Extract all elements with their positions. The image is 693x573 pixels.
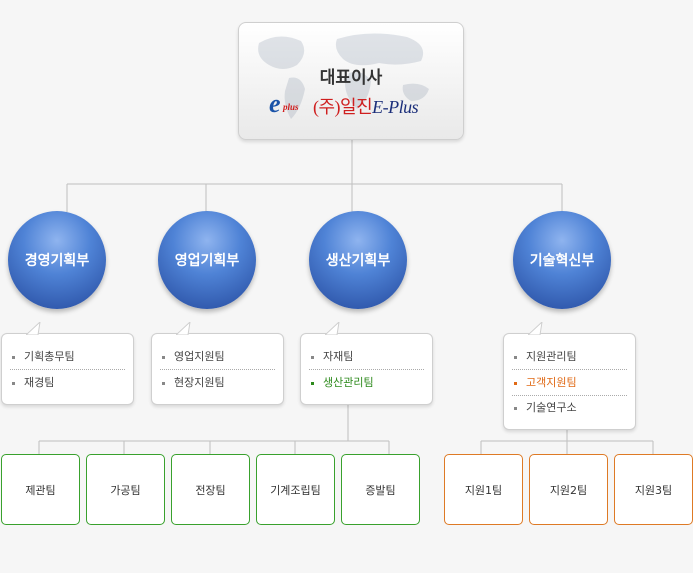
company-logo: e plus (주)일진E-Plus [269,89,439,119]
card-production-teams: 자재팀 생산관리팀 [300,322,433,405]
team-item: 기획총무팀 [10,345,125,370]
team-item: 영업지원팀 [160,345,275,370]
team-item: 자재팀 [309,345,424,370]
card-management-teams: 기획총무팀 재경팀 [1,322,134,405]
card-pointer [325,322,340,335]
production-unit: 증발팀 [341,454,420,525]
team-item: 기술연구소 [512,396,627,420]
logo-company-name: (주)일진E-Plus [313,93,419,119]
production-unit: 기계조립팀 [256,454,335,525]
support-unit: 지원3팀 [614,454,693,525]
ceo-title: 대표이사 [319,68,383,88]
card-tech-teams: 지원관리팀 고객지원팀 기술연구소 [503,322,636,430]
support-unit: 지원1팀 [444,454,523,525]
card-pointer [26,322,41,335]
dept-management-planning: 경영기획부 [8,211,106,309]
card-pointer [528,322,543,335]
dept-tech-innovation: 기술혁신부 [513,211,611,309]
logo-brand: E-Plus [372,97,419,117]
production-unit: 가공팀 [86,454,165,525]
logo-plus-mark: plus [283,102,299,112]
team-item-highlight: 고객지원팀 [512,371,627,396]
team-item: 재경팀 [10,371,125,395]
dept-production-planning: 생산기획부 [309,211,407,309]
dept-sales-planning: 영업기획부 [158,211,256,309]
ceo-box: 대표이사 e plus (주)일진E-Plus [238,22,464,140]
support-unit: 지원2팀 [529,454,608,525]
team-item: 현장지원팀 [160,371,275,395]
card-pointer [176,322,191,335]
logo-e-mark: e [269,89,281,118]
card-sales-teams: 영업지원팀 현장지원팀 [151,322,284,405]
production-unit: 전장팀 [171,454,250,525]
team-item: 지원관리팀 [512,345,627,370]
logo-company: (주)일진 [313,97,373,117]
world-map-background [258,33,429,119]
team-item-highlight: 생산관리팀 [309,371,424,395]
production-unit: 제관팀 [1,454,80,525]
